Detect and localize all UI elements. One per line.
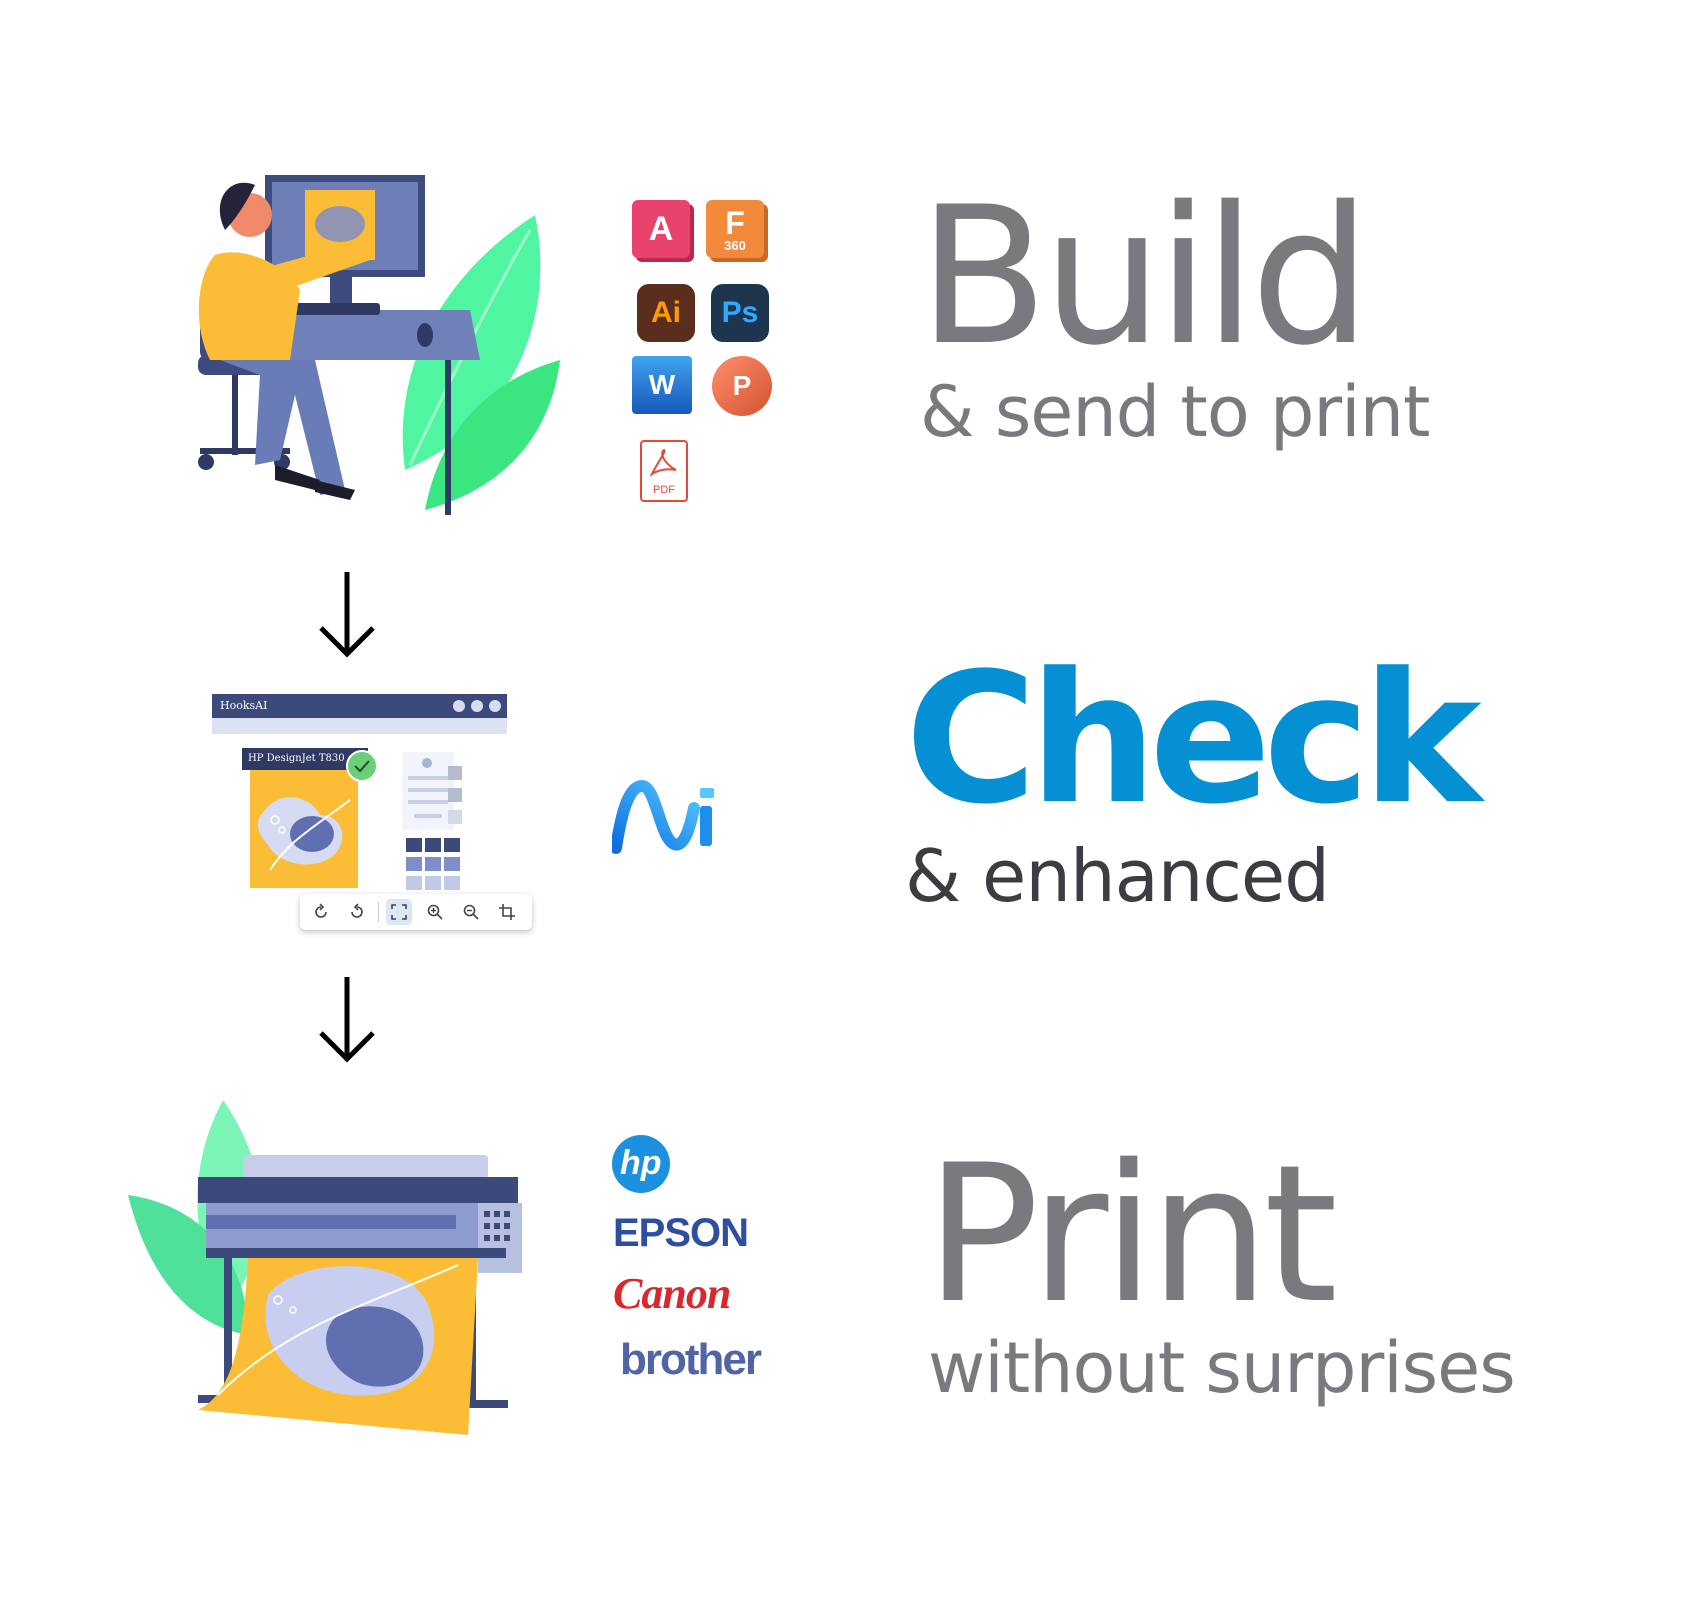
illustrator-icon: Ai [637, 284, 695, 342]
printer-tag: HP DesignJet T830 [242, 748, 368, 770]
build-heading: Build [918, 166, 1371, 387]
settings-swatch [448, 788, 462, 802]
check-heading: Check [905, 635, 1482, 844]
epson-logo: EPSON [613, 1211, 749, 1255]
brother-logo: brother [620, 1335, 762, 1384]
print-illustration [128, 1095, 548, 1445]
window-subbar [212, 718, 507, 734]
settings-swatch [448, 810, 462, 824]
crop-icon[interactable] [498, 903, 516, 921]
zoom-in-icon[interactable] [426, 903, 444, 921]
app-window-title: HooksAI [220, 699, 268, 712]
rotate-left-icon[interactable] [348, 903, 366, 921]
fusion-360-icon: F 360 [706, 200, 764, 258]
arrow-down-icon [315, 975, 379, 1065]
check-subheading: & enhanced [905, 834, 1330, 918]
settings-panel [402, 752, 454, 830]
window-dot-icon [489, 700, 501, 712]
image-toolbar [300, 894, 532, 930]
word-icon: W [632, 356, 692, 414]
canon-logo: Canon [613, 1269, 731, 1318]
toolbar-divider [378, 902, 379, 922]
app-window-titlebar: HooksAI [212, 694, 507, 718]
grid-table [406, 838, 462, 894]
window-dot-icon [471, 700, 483, 712]
photoshop-icon: Ps [711, 284, 769, 342]
zoom-out-icon[interactable] [462, 903, 480, 921]
window-dot-icon [453, 700, 465, 712]
print-subheading: without surprises [928, 1327, 1516, 1409]
arrow-down-icon [315, 570, 379, 660]
settings-swatch [448, 766, 462, 780]
hp-logo: hp [612, 1135, 670, 1193]
check-ui-mockup: HooksAI HP DesignJet T830 [212, 694, 532, 934]
pdf-icon: PDF [640, 440, 688, 502]
check-icon [346, 750, 378, 782]
fit-screen-icon[interactable] [386, 899, 412, 925]
rotate-right-icon[interactable] [312, 903, 330, 921]
print-heading: Print [925, 1124, 1338, 1345]
build-subheading: & send to print [920, 371, 1430, 453]
hooksai-logo [610, 778, 722, 858]
artwork-preview [250, 770, 358, 888]
autocad-icon: A [632, 200, 690, 258]
build-illustration [190, 160, 570, 540]
powerpoint-icon: P [712, 356, 772, 416]
